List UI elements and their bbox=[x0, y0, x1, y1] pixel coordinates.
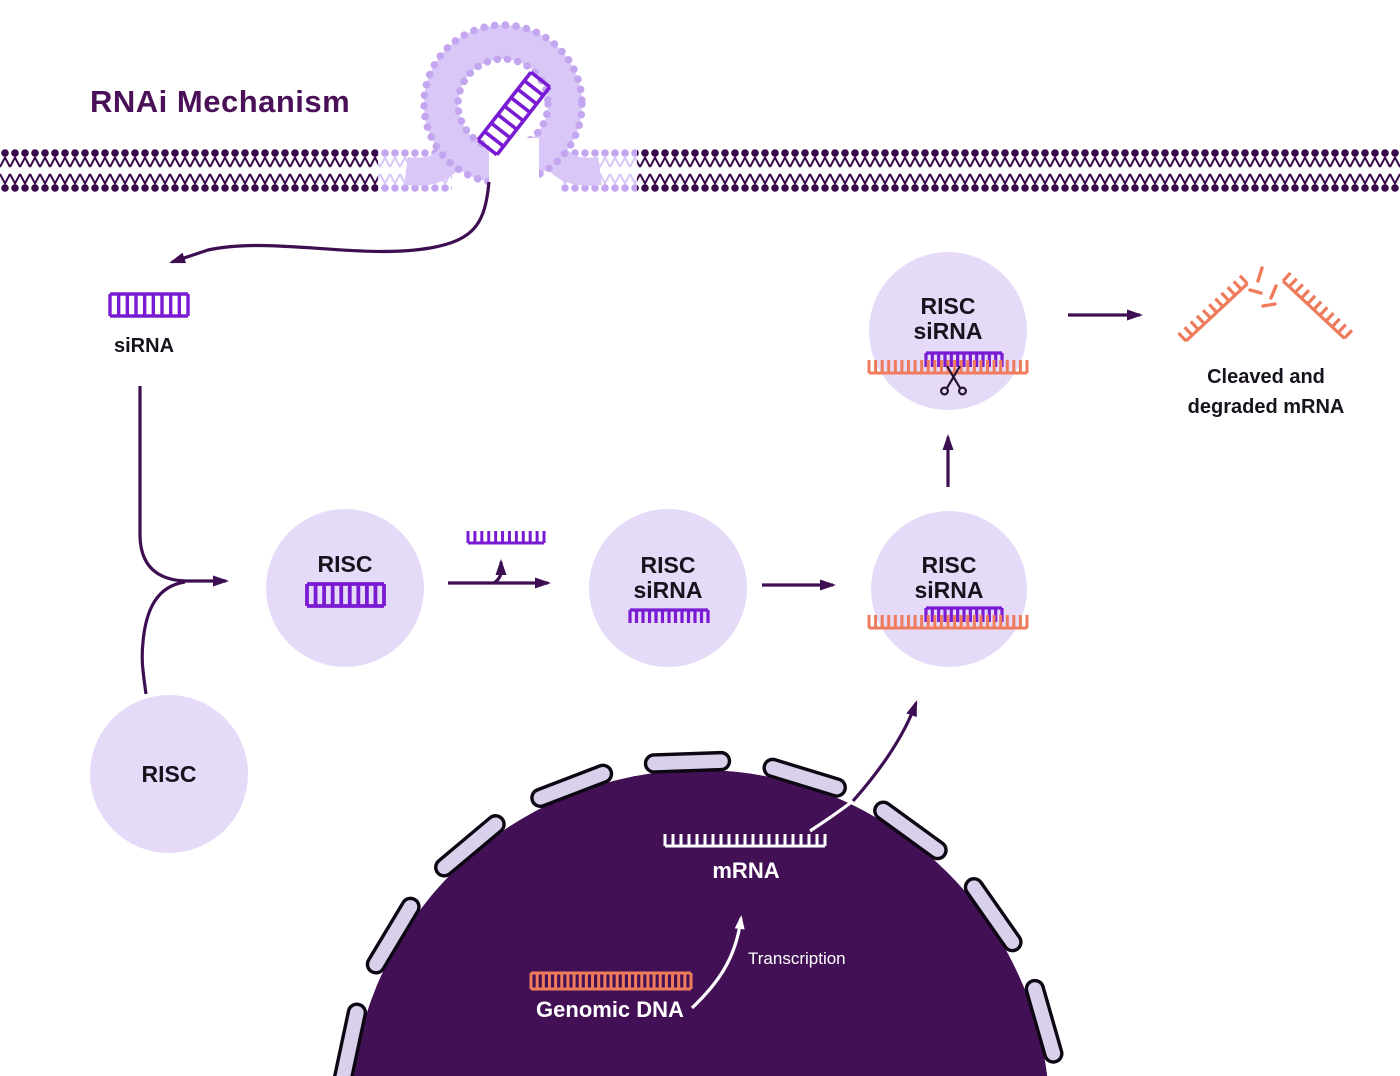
nucleus-body bbox=[352, 770, 1048, 1076]
cleaved-fragment-right bbox=[1281, 271, 1354, 340]
arrow-vesicle-to-sirna bbox=[169, 181, 491, 264]
mrna-export-arrow-outer bbox=[851, 700, 918, 803]
page-title: RNAi Mechanism bbox=[90, 84, 350, 119]
genomic-dna-strand bbox=[529, 971, 693, 991]
mrna-export-arrow-inner bbox=[809, 799, 854, 833]
dsrna-in-vesicle bbox=[476, 70, 552, 157]
risc-free-circle bbox=[90, 695, 248, 853]
vesicle-outer-heads bbox=[420, 21, 586, 187]
membrane-left-segment bbox=[0, 148, 378, 193]
risc-loaded-duplex bbox=[305, 582, 386, 608]
mrna-strand bbox=[663, 834, 827, 848]
sirna-strand bbox=[108, 292, 190, 318]
complex-cleaving-label2: siRNA bbox=[913, 318, 982, 344]
risc-path bbox=[140, 580, 186, 695]
released-strand bbox=[466, 531, 546, 545]
strand-release-step bbox=[448, 531, 551, 589]
complex-mid-strand bbox=[628, 608, 710, 623]
membrane-right-segment bbox=[637, 148, 1400, 193]
arrow-strand-release bbox=[492, 559, 507, 585]
transcription-arrow bbox=[690, 915, 745, 1010]
risc-loaded-circle bbox=[266, 509, 424, 667]
complex-mid-label1: RISC bbox=[641, 552, 696, 578]
merge-arrows bbox=[138, 386, 229, 695]
complex-cleaving-label1: RISC bbox=[921, 293, 976, 319]
complex-bound-sirna bbox=[924, 606, 1004, 622]
cleaved-mrna: Cleaved and degraded mRNA bbox=[1177, 266, 1354, 418]
complex-bound-mrna bbox=[867, 615, 1029, 630]
sirna-label: siRNA bbox=[114, 335, 174, 357]
complex-bound-label2: siRNA bbox=[914, 577, 983, 603]
genomic-dna-label: Genomic DNA bbox=[536, 997, 684, 1022]
sirna-path bbox=[138, 386, 186, 583]
nucleus: Genomic DNA Transcription mRNA bbox=[332, 750, 1064, 1076]
complex-cleaving-sirna bbox=[924, 351, 1004, 367]
cleaved-debris bbox=[1248, 266, 1278, 308]
cleaved-label-line1: Cleaved and bbox=[1207, 366, 1325, 388]
cell-membrane bbox=[0, 148, 1400, 193]
mrna-label: mRNA bbox=[712, 858, 779, 883]
complex-bound-label1: RISC bbox=[922, 552, 977, 578]
complex-cleaving-mrna bbox=[867, 360, 1029, 375]
cleaved-label-line2: degraded mRNA bbox=[1188, 396, 1345, 418]
risc-free-label: RISC bbox=[142, 761, 197, 787]
complex-mid-circle bbox=[589, 509, 747, 667]
cleaved-fragment-left bbox=[1177, 274, 1249, 343]
transcription-label: Transcription bbox=[748, 949, 846, 968]
scissors-icon bbox=[939, 365, 967, 396]
risc-loaded-label: RISC bbox=[318, 551, 373, 577]
vesicle-opening bbox=[489, 138, 539, 198]
endocytosis-vesicle bbox=[404, 21, 602, 198]
complex-mid-label2: siRNA bbox=[633, 577, 702, 603]
nuclear-envelope bbox=[332, 750, 1064, 1076]
